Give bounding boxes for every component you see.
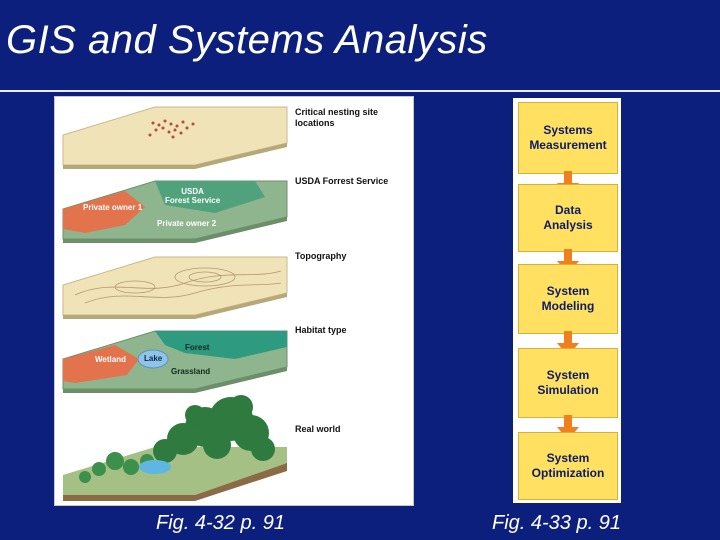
- map-label-private-owner-1: Private owner 1: [83, 203, 142, 212]
- layer-nesting-sites: [63, 107, 287, 169]
- map-label-grassland: Grassland: [171, 367, 210, 376]
- figure-caption-4-33: Fig. 4-33 p. 91: [492, 512, 621, 535]
- slide-title: GIS and Systems Analysis: [6, 18, 488, 63]
- layer-label-usda: USDA Forrest Service: [295, 176, 388, 187]
- figure-caption-4-32: Fig. 4-32 p. 91: [156, 512, 285, 535]
- map-label-lake: Lake: [144, 354, 162, 363]
- layer-label-topography: Topography: [295, 251, 346, 262]
- layer-label-real-world: Real world: [295, 424, 341, 435]
- title-divider: [0, 90, 720, 92]
- map-label-forest: Forest: [185, 343, 209, 352]
- layer-label-habitat: Habitat type: [295, 325, 347, 336]
- map-label-private-owner-2: Private owner 2: [157, 219, 216, 228]
- gis-layers-illustration: [55, 97, 413, 505]
- map-label-wetland: Wetland: [95, 355, 126, 364]
- layer-topography: [63, 257, 287, 319]
- layer-real-world: [63, 395, 287, 501]
